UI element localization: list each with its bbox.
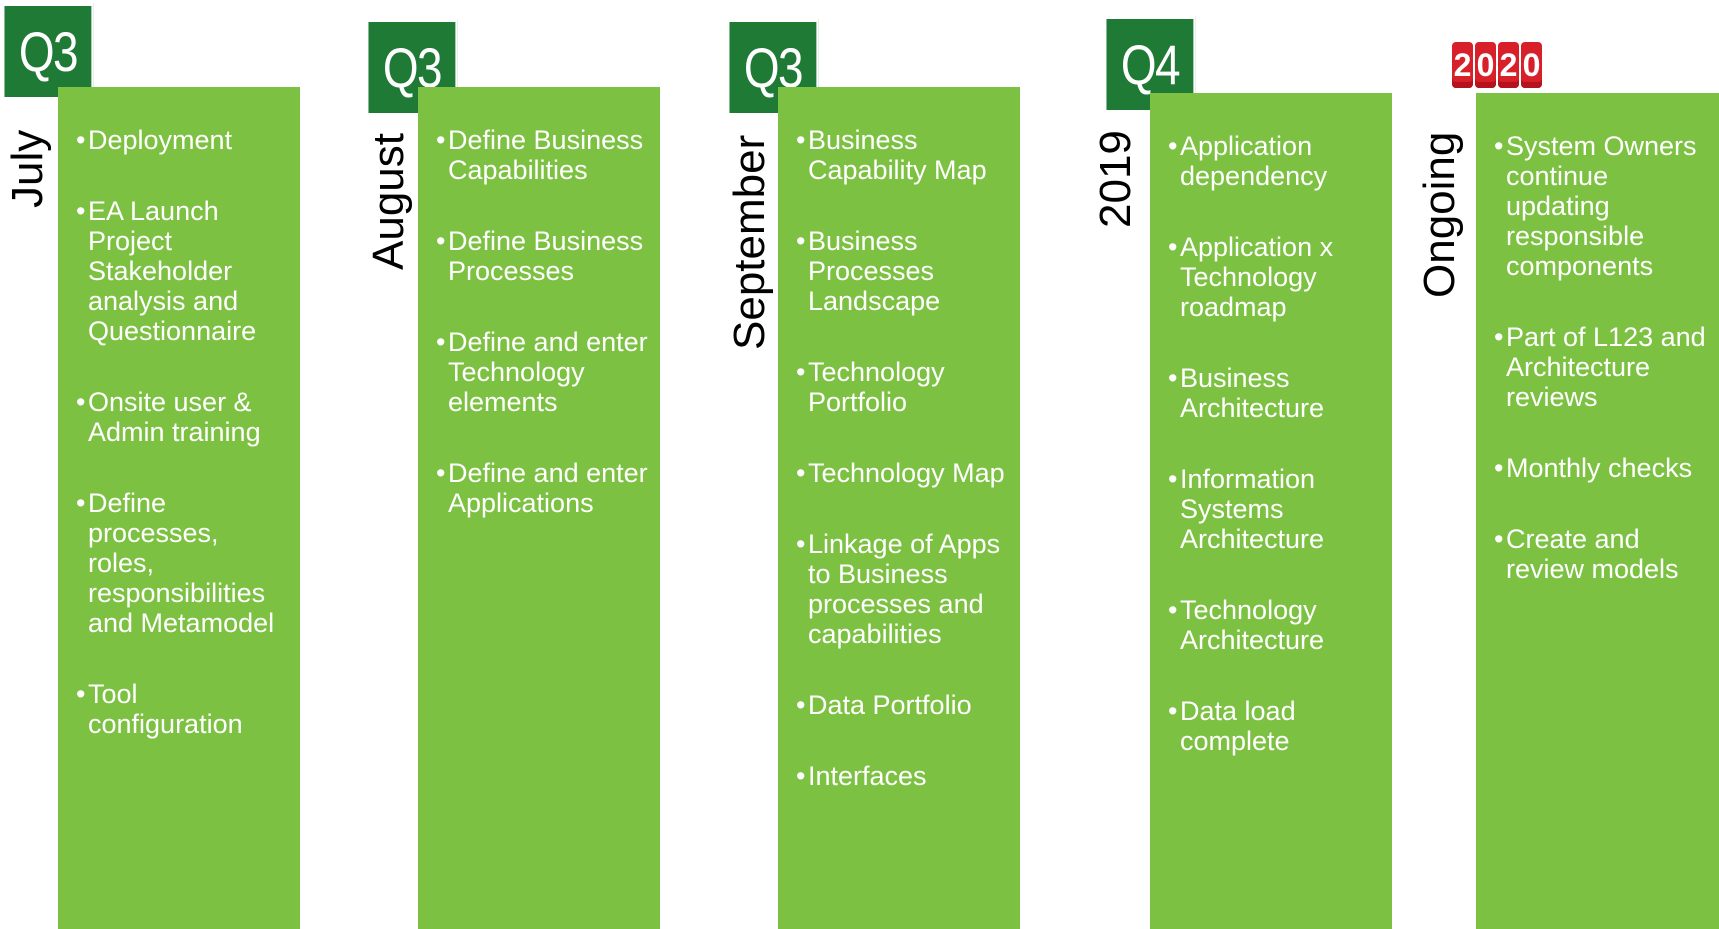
- month-label: August: [364, 133, 413, 270]
- month-label: July: [3, 129, 52, 208]
- task-item: •Part of L123 and Architecture reviews: [1494, 322, 1706, 412]
- task-item: •Technology Portfolio: [796, 357, 945, 417]
- quarter-badge: Q3: [2, 3, 94, 100]
- task-item: •Tool configuration: [76, 679, 243, 739]
- task-panel: •Deployment •EA Launch Project Stakehold…: [58, 87, 300, 929]
- task-item: •Application x Technology roadmap: [1168, 232, 1334, 322]
- task-item: •Data load complete: [1168, 696, 1296, 756]
- month-label: September: [725, 134, 774, 350]
- task-item: •Monthly checks: [1494, 453, 1693, 483]
- task-item: •System Owners continue updating respons…: [1494, 131, 1697, 281]
- task-item: •Define and enter Applications: [436, 458, 648, 518]
- task-item: •Define processes, roles, responsibiliti…: [76, 488, 275, 638]
- task-item: •Information Systems Architecture: [1168, 464, 1325, 554]
- task-item: •Linkage of Apps to Business processes a…: [796, 529, 1001, 649]
- year-digit: 2: [1452, 42, 1473, 88]
- task-item: •Define and enter Technology elements: [436, 327, 648, 417]
- task-item: •Define Business Processes: [436, 226, 644, 286]
- task-panel: •Define Business Capabilities •Define Bu…: [418, 87, 660, 929]
- task-item: •Data Portfolio: [796, 690, 972, 720]
- task-panel: •Business Capability Map •Business Proce…: [778, 87, 1020, 929]
- task-panel: •Application dependency •Application x T…: [1150, 93, 1392, 929]
- task-item: •Business Processes Landscape: [796, 226, 941, 316]
- task-item: •Business Architecture: [1168, 363, 1325, 423]
- task-item: •Business Capability Map: [796, 125, 987, 185]
- task-item: •Create and review models: [1494, 524, 1679, 584]
- task-item: •Onsite user & Admin training: [76, 387, 261, 447]
- year-digit: 0: [1521, 42, 1542, 88]
- year-digit: 0: [1475, 42, 1496, 88]
- task-item: •Application dependency: [1168, 131, 1328, 191]
- period-label: Ongoing: [1415, 131, 1464, 298]
- task-item: •Deployment: [76, 125, 233, 155]
- task-item: •Define Business Capabilities: [436, 125, 644, 185]
- year-digit: 2: [1498, 42, 1519, 88]
- task-item: •Technology Map: [796, 458, 1005, 488]
- year-label: 2019: [1091, 130, 1140, 228]
- task-item: •EA Launch Project Stakeholder analysis …: [76, 196, 257, 346]
- task-item: •Technology Architecture: [1168, 595, 1325, 655]
- task-panel: •System Owners continue updating respons…: [1476, 93, 1719, 929]
- task-item: •Interfaces: [796, 761, 927, 791]
- year-2020-badge: 2 0 2 0: [1448, 36, 1546, 94]
